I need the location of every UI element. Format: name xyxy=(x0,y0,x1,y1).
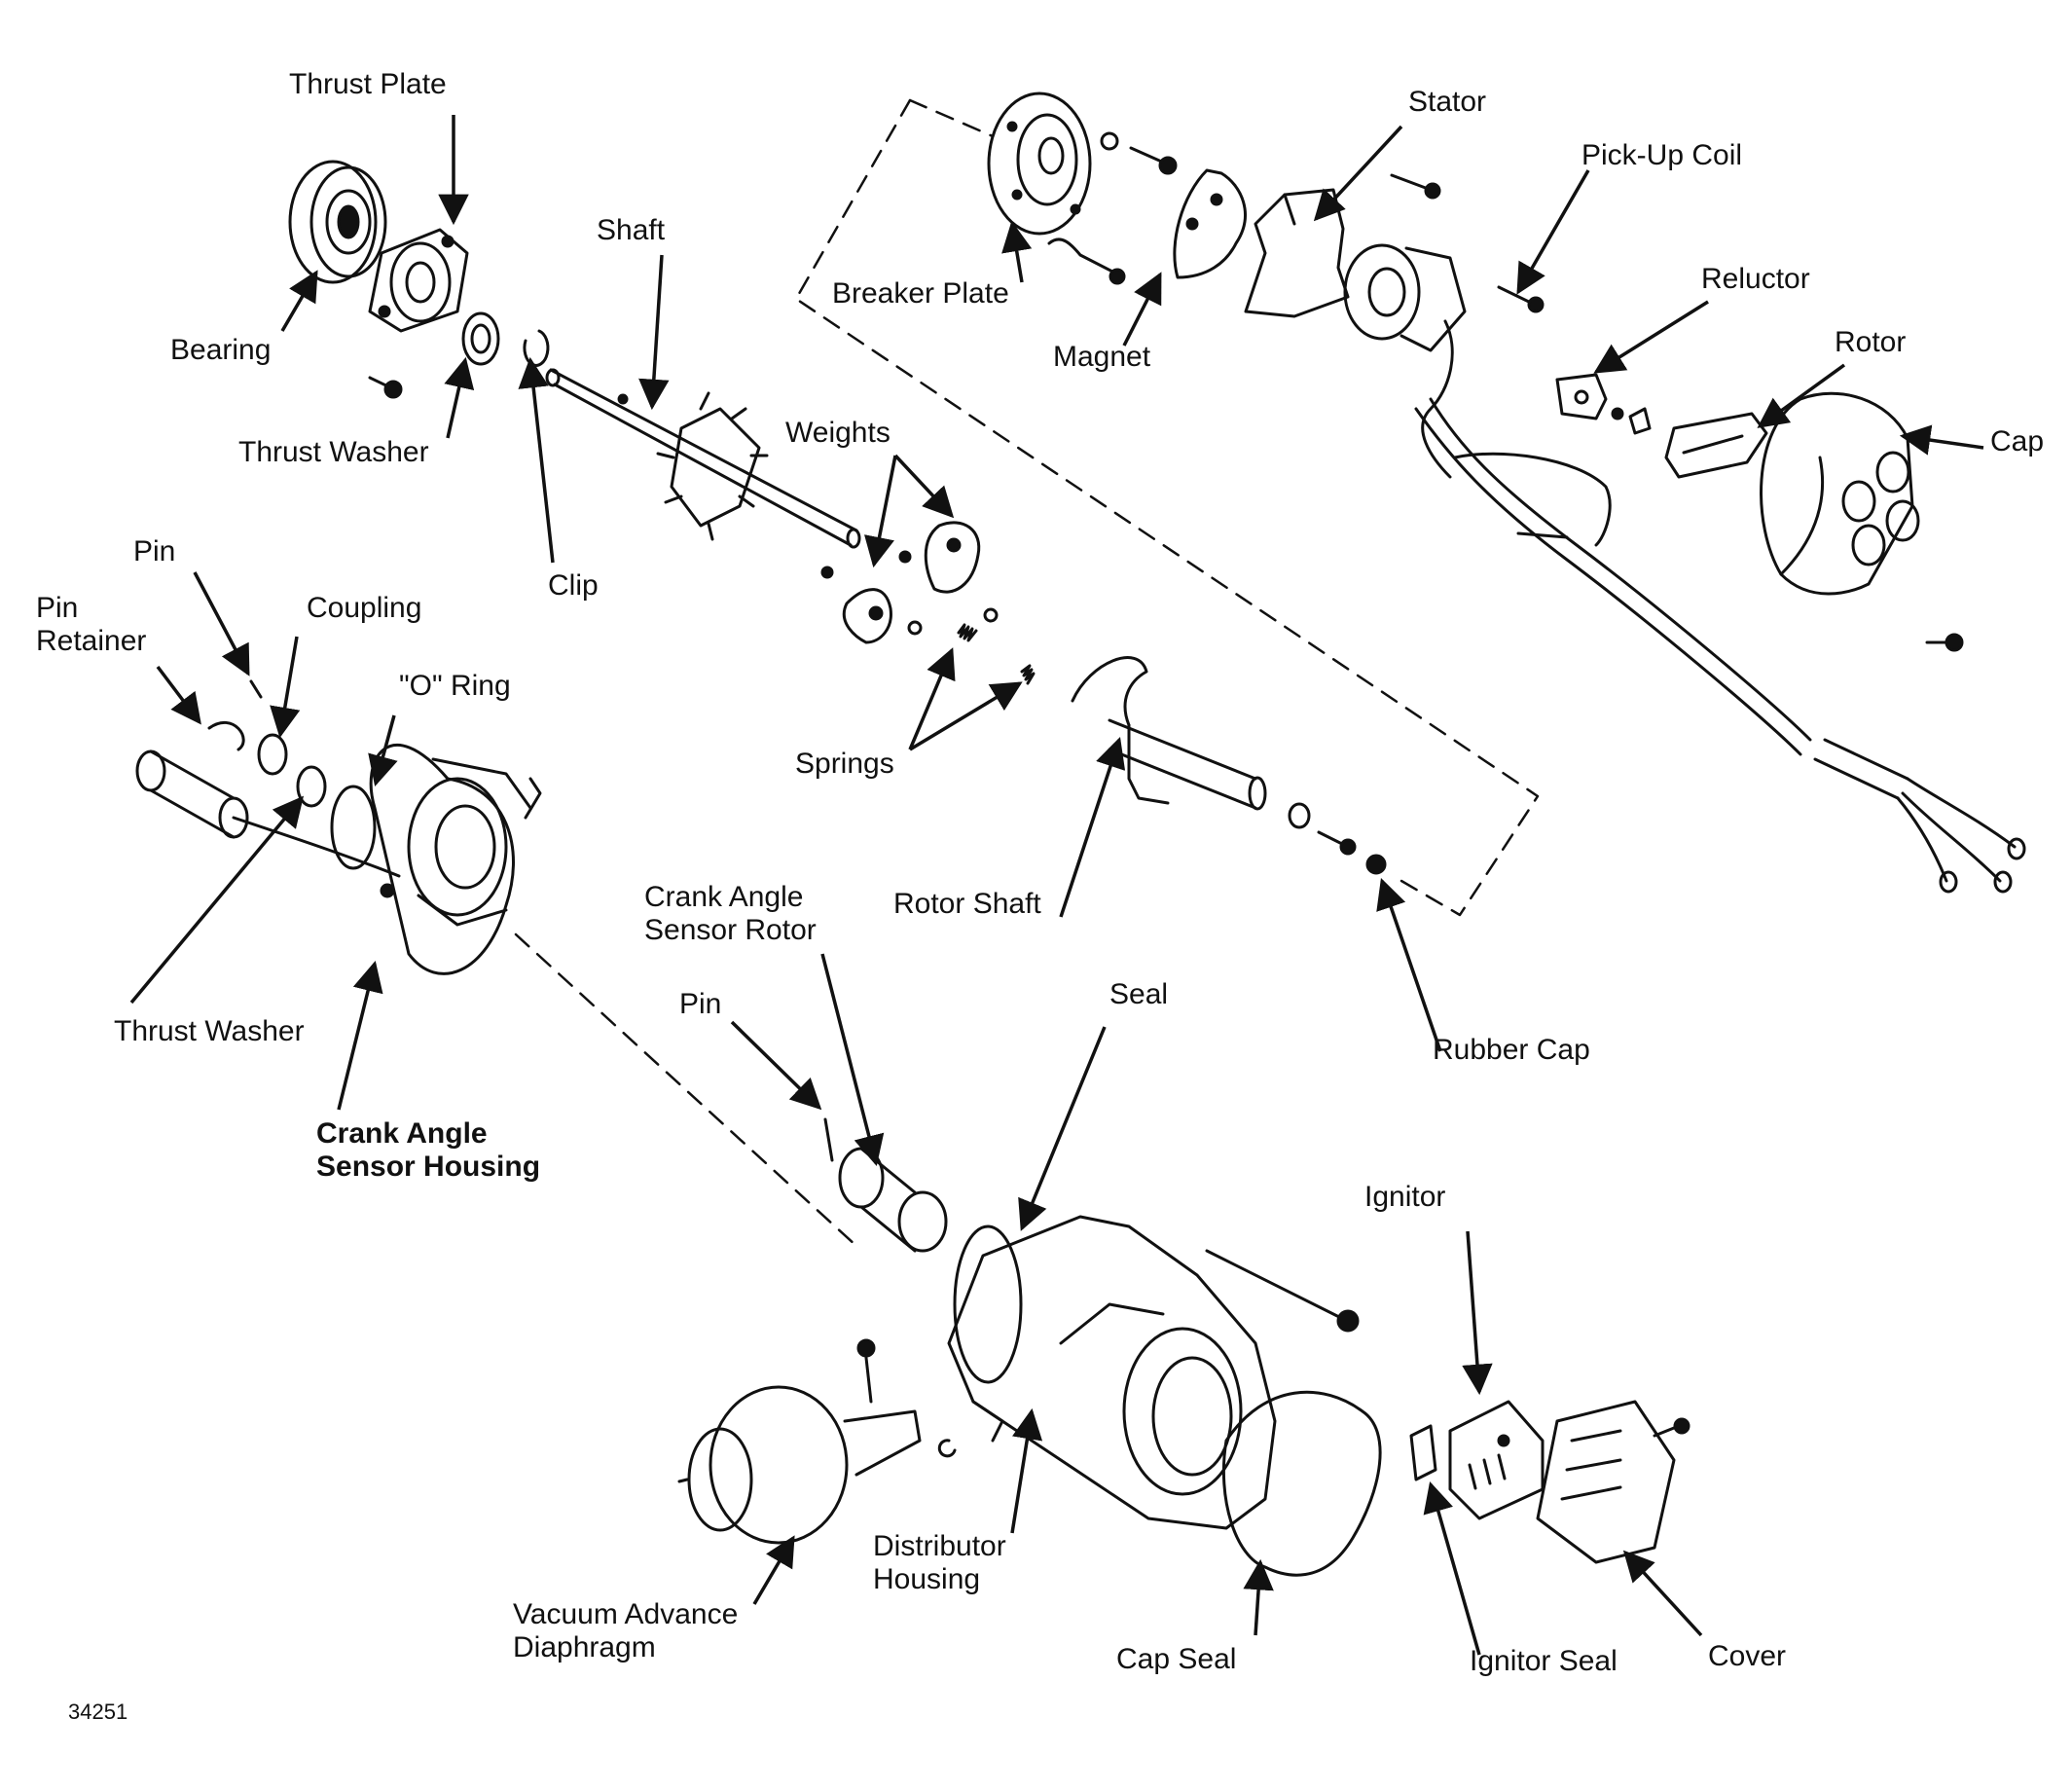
label-vacuum-advance-diaphragm-line2: Diaphragm xyxy=(513,1631,656,1663)
label-thrust-washer-bottom: Thrust Washer xyxy=(114,1015,305,1047)
stator-part xyxy=(1244,173,1441,318)
cover-part xyxy=(1536,1400,1690,1564)
label-shaft: Shaft xyxy=(597,214,666,246)
magnet-part xyxy=(1173,168,1247,279)
figure-number: 34251 xyxy=(68,1700,128,1724)
label-springs: Springs xyxy=(795,748,894,780)
label-vacuum-advance-diaphragm-line1: Vacuum Advance xyxy=(513,1598,739,1630)
screw-part xyxy=(368,376,403,399)
label-ignitor: Ignitor xyxy=(1364,1181,1446,1213)
label-reluctor: Reluctor xyxy=(1701,263,1810,295)
wire-harness-part xyxy=(1813,738,2026,894)
leader-arrows xyxy=(129,115,1984,1656)
label-pick-up-coil: Pick-Up Coil xyxy=(1581,139,1743,171)
thrust-washer-lower-part xyxy=(296,765,327,808)
dashed-assembly-outline xyxy=(514,98,1540,1248)
label-o-ring: "O" Ring xyxy=(399,670,511,702)
label-seal: Seal xyxy=(1109,978,1169,1010)
label-thrust-plate: Thrust Plate xyxy=(289,68,447,100)
cap-part xyxy=(1760,391,1964,652)
label-ignitor-seal: Ignitor Seal xyxy=(1470,1645,1618,1677)
sensor-cylinder-part xyxy=(135,749,401,878)
label-coupling: Coupling xyxy=(307,592,422,624)
label-stator: Stator xyxy=(1408,86,1487,118)
label-crank-angle-sensor-housing-line2: Sensor Housing xyxy=(316,1151,541,1183)
label-rotor: Rotor xyxy=(1835,326,1907,358)
shaft-part xyxy=(545,368,861,549)
bearing-part xyxy=(288,160,387,284)
o-ring-part xyxy=(330,785,377,870)
label-magnet: Magnet xyxy=(1053,341,1151,373)
vacuum-advance-diaphragm-part xyxy=(677,1338,957,1545)
seal-part xyxy=(953,1224,1023,1384)
label-cap: Cap xyxy=(1990,425,2045,457)
springs-part xyxy=(957,623,1036,685)
label-cover: Cover xyxy=(1708,1640,1787,1672)
pin-retainer-part xyxy=(207,720,245,751)
label-distributor-housing-line1: Distributor xyxy=(873,1530,1006,1562)
pick-up-coil-part xyxy=(1343,243,1812,756)
label-crank-angle-sensor-rotor-line2: Sensor Rotor xyxy=(644,914,817,946)
label-pin-retainer-line2: Retainer xyxy=(36,625,147,657)
pin-mid-part xyxy=(823,1117,834,1162)
label-crank-angle-sensor-rotor-line1: Crank Angle xyxy=(644,881,804,913)
rotor-shaft-part xyxy=(1071,656,1387,875)
label-rotor-shaft: Rotor Shaft xyxy=(893,888,1041,920)
pin-part xyxy=(249,679,263,699)
rotor-part xyxy=(1664,412,1768,479)
weights-part xyxy=(820,521,999,644)
label-bearing: Bearing xyxy=(170,334,272,366)
crank-angle-sensor-housing-part xyxy=(369,744,542,975)
label-breaker-plate: Breaker Plate xyxy=(832,277,1009,310)
thrust-plate-part xyxy=(368,228,469,333)
distributor-housing-part xyxy=(947,1215,1360,1530)
breaker-plate-part xyxy=(987,91,1178,285)
thrust-washer-part xyxy=(461,311,500,366)
reluctor-part xyxy=(1555,373,1652,435)
label-crank-angle-sensor-housing-line1: Crank Angle xyxy=(316,1117,488,1150)
coupling-part xyxy=(257,733,288,776)
label-rubber-cap: Rubber Cap xyxy=(1433,1034,1590,1066)
label-cap-seal: Cap Seal xyxy=(1116,1643,1237,1675)
label-distributor-housing-line2: Housing xyxy=(873,1563,981,1595)
label-clip: Clip xyxy=(548,569,599,602)
label-weights: Weights xyxy=(785,417,891,449)
label-pin-retainer-line1: Pin xyxy=(36,592,79,624)
label-thrust-washer-top: Thrust Washer xyxy=(238,436,429,468)
label-pin-mid: Pin xyxy=(679,988,722,1020)
ignitor-part xyxy=(1448,1400,1545,1520)
ignitor-seal-part xyxy=(1409,1424,1437,1481)
cap-seal-part xyxy=(1221,1390,1382,1577)
label-pin-top: Pin xyxy=(133,535,176,567)
crank-angle-sensor-rotor-part xyxy=(838,1147,948,1253)
clip-part xyxy=(523,329,550,367)
